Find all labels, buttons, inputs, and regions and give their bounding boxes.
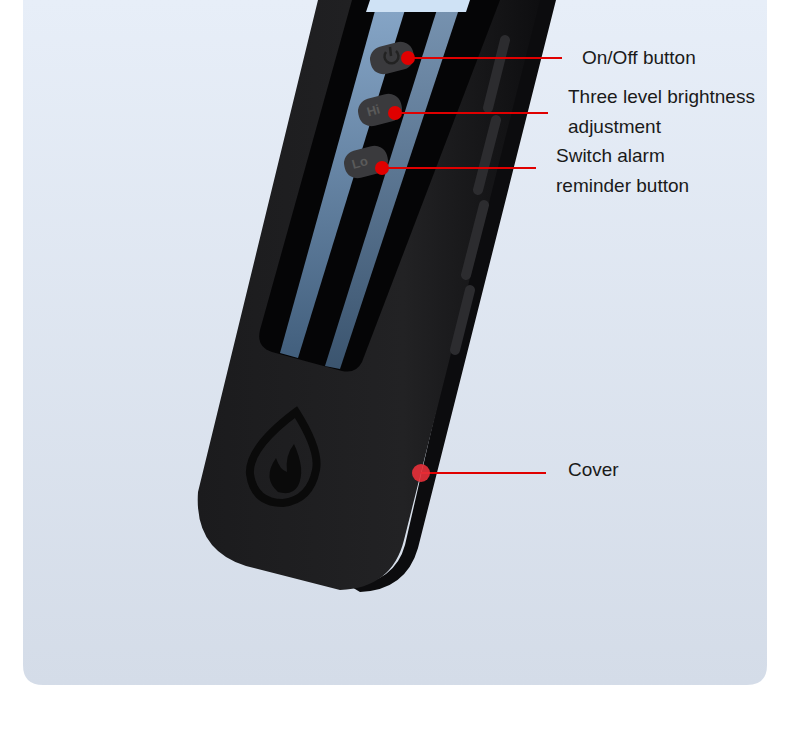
buttons (341, 39, 417, 181)
callout-label: On/Off button (582, 43, 772, 73)
callout-label: Three level brightness adjustment (568, 82, 783, 142)
flame-logo (250, 412, 317, 503)
screen-window (259, 0, 500, 372)
callout-dots (375, 51, 430, 482)
callout-label: Cover (568, 455, 718, 485)
leader-lines (382, 58, 562, 473)
screen-top (366, 0, 470, 12)
screen-stripe (325, 0, 462, 369)
device-body (198, 0, 540, 590)
callout-label: Switch alarm reminder button (556, 141, 708, 201)
